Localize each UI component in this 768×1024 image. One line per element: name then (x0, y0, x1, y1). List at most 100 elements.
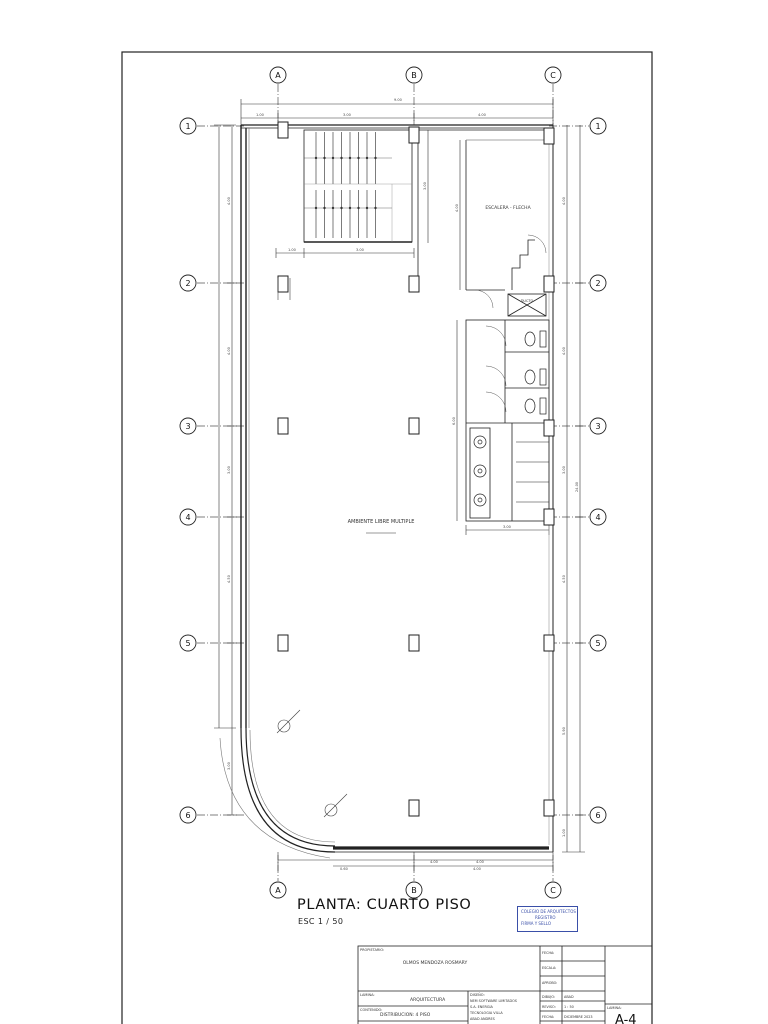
column-15 (543, 799, 555, 817)
stamp-line-2: REGISTRO (535, 915, 556, 920)
svg-text:4.00: 4.00 (227, 347, 231, 355)
grid-bubble-right-3: 3 (589, 417, 607, 435)
grid-bubble-right-3-label: 3 (595, 422, 600, 431)
grid-bubble-right-2-label: 2 (595, 279, 600, 288)
tb-field-label-5: REVISO: (542, 1005, 556, 1009)
room-label-duct: DUCTO (521, 299, 534, 303)
sheet-number: A-4 (615, 1013, 637, 1024)
svg-text:9.00: 9.00 (394, 98, 402, 102)
svg-text:3.00: 3.00 (227, 762, 231, 770)
column-7 (277, 417, 289, 435)
grid-bubble-right-6-label: 6 (595, 811, 600, 820)
tb-field-label-6: FECHA: (542, 1015, 554, 1019)
svg-text:3.00: 3.00 (343, 113, 351, 117)
svg-text:4.00: 4.00 (473, 867, 481, 871)
svg-text:4.00: 4.00 (478, 113, 486, 117)
grid-bubble-right-4: 4 (589, 508, 607, 526)
grid-bubble-left-5-label: 5 (185, 639, 190, 648)
exterior-walls (219, 124, 554, 859)
grid-bubble-top-a: A (269, 66, 287, 84)
lamina-value: ARQUITECTURA (410, 997, 446, 1003)
tb-field-value-6: DICIEMBRE 2023 (564, 1015, 593, 1019)
svg-text:3.00: 3.00 (356, 248, 364, 252)
design-line-3: TECNOLOGIA VILLA (469, 1011, 503, 1015)
dimension-texts: 9.00 1.00 3.00 4.00 4.00 4.00 0.60 4.00 1.00 3… (227, 98, 579, 871)
duct-shaft (507, 293, 547, 317)
title-block-text: PROPIETARIO: OLMOS MENDOZA ROSMARY LAMIN… (360, 948, 637, 1024)
svg-text:4.00: 4.00 (430, 860, 438, 864)
column-4 (277, 275, 289, 293)
column-2 (408, 126, 420, 144)
grid-bubble-left-4-label: 4 (185, 513, 190, 522)
grid-bubble-right-5-label: 5 (595, 639, 600, 648)
lamina-label: LAMINA: (360, 993, 375, 997)
grid-bubble-left-5: 5 (179, 634, 197, 652)
grid-bubble-right-6: 6 (589, 806, 607, 824)
grid-bubble-top-a-label: A (275, 71, 281, 80)
design-line-1: NEM SOFTWARE LIMITADOS (470, 999, 517, 1003)
svg-text:4.00: 4.00 (562, 347, 566, 355)
column-9 (543, 419, 555, 437)
grid-bubble-top-c: C (544, 66, 562, 84)
grid-bubble-bottom-a-label: A (275, 886, 281, 895)
svg-text:4.50: 4.50 (562, 575, 566, 583)
structural-gridlines (197, 84, 589, 881)
grid-bubble-top-b-label: B (411, 71, 417, 80)
svg-text:1.00: 1.00 (256, 113, 264, 117)
column-3 (543, 127, 555, 145)
grid-bubble-bottom-c: C (544, 881, 562, 899)
svg-text:24.00: 24.00 (575, 482, 579, 492)
structural-columns (277, 121, 555, 817)
column-10 (543, 508, 555, 526)
column-5 (408, 275, 420, 293)
approval-stamp: COLEGIO DE ARQUITECTOS REGISTRO FIRMA Y … (517, 906, 578, 932)
drawing-title: PLANTA: CUARTO PISO (297, 897, 472, 913)
owner-label: PROPIETARIO: (360, 948, 384, 952)
grid-bubble-left-2: 2 (179, 274, 197, 292)
grid-bubbles: A A B B C C 1 1 2 2 3 3 4 4 5 5 6 6 (179, 66, 607, 899)
design-line-2: S.A. ENERGIA (470, 1005, 493, 1009)
grid-bubble-right-1: 1 (589, 117, 607, 135)
svg-text:0.60: 0.60 (340, 867, 348, 871)
svg-text:3.00: 3.00 (562, 466, 566, 474)
column-6 (543, 275, 555, 293)
grid-bubble-bottom-a: A (269, 881, 287, 899)
grid-bubble-bottom-b: B (405, 881, 423, 899)
tb-field-label-3: APROBO: (542, 981, 557, 985)
drawing-scale: ESC 1 / 50 (298, 917, 344, 926)
svg-text:1.00: 1.00 (288, 248, 296, 252)
grid-bubble-right-4-label: 4 (595, 513, 600, 522)
design-label: DISEÑO: (470, 992, 485, 997)
sheet-label: LAMINA: (607, 1006, 622, 1010)
grid-bubble-left-1: 1 (179, 117, 197, 135)
svg-text:3.00: 3.00 (503, 525, 511, 529)
column-12 (408, 634, 420, 652)
svg-text:3.00: 3.00 (423, 182, 427, 190)
grid-bubble-left-4: 4 (179, 508, 197, 526)
tb-field-label-2: ESCALA: (542, 966, 556, 970)
column-13 (543, 634, 555, 652)
dimension-lines (214, 99, 585, 871)
column-8 (408, 417, 420, 435)
stamp-line-1: COLEGIO DE ARQUITECTOS (521, 909, 576, 914)
grid-bubble-top-c-label: C (550, 71, 556, 80)
sheet-border (121, 51, 653, 1024)
right-upper-room (417, 128, 549, 309)
column-1 (277, 121, 289, 139)
room-label-stair: ESCALERA - FLECHA (485, 205, 531, 211)
grid-bubble-bottom-c-label: C (550, 886, 556, 895)
grid-bubble-top-b: B (405, 66, 423, 84)
grid-bubble-left-1-label: 1 (185, 122, 190, 131)
grid-bubble-left-3-label: 3 (185, 422, 190, 431)
svg-text:4.50: 4.50 (227, 575, 231, 583)
column-11 (277, 634, 289, 652)
floor-markers (276, 278, 348, 818)
stair-room (303, 129, 413, 243)
plumbing-fixtures (473, 330, 547, 507)
grid-bubble-right-2: 2 (589, 274, 607, 292)
content-label: CONTENIDO: (360, 1008, 382, 1012)
svg-text:4.00: 4.00 (476, 860, 484, 864)
grid-bubble-right-1-label: 1 (595, 122, 600, 131)
grid-bubble-left-6: 6 (179, 806, 197, 824)
